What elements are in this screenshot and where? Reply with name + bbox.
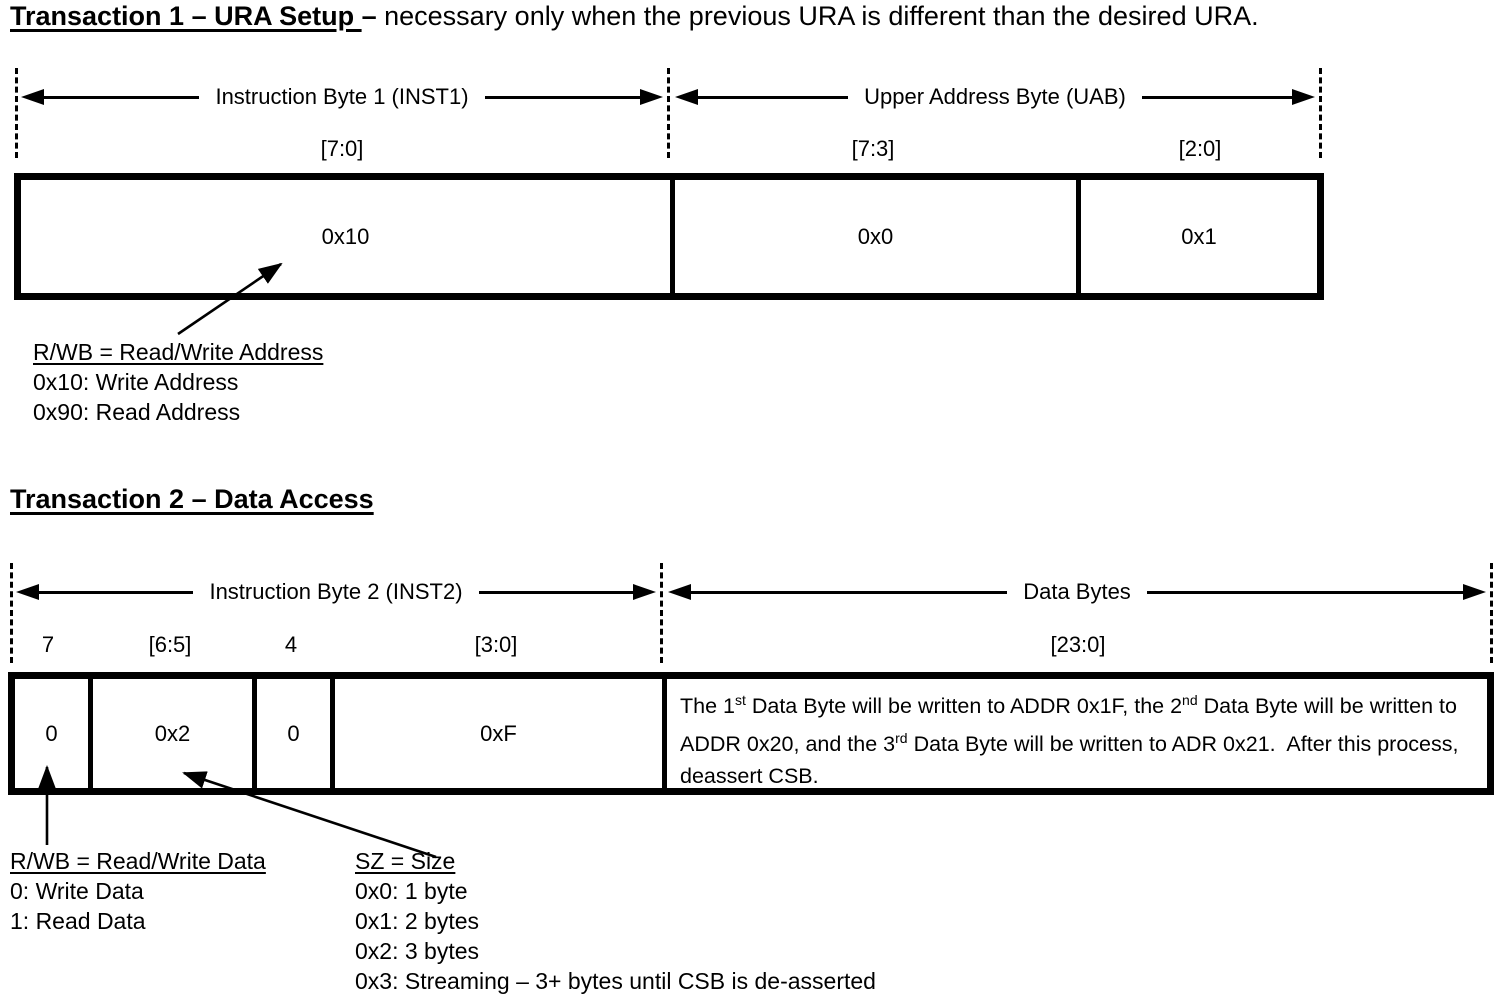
- transaction1-title-rest: necessary only when the previous URA is …: [384, 1, 1259, 31]
- dimension-line: [478, 590, 633, 594]
- d2-callout-sz-line1: 0x0: 1 byte: [355, 878, 468, 904]
- d1-span-uab: Upper Address Byte (UAB): [675, 84, 1316, 109]
- dimension-line: [484, 95, 640, 99]
- d2-bitlabel-3-0: [3:0]: [474, 632, 518, 657]
- d2-cell-bit4: 0: [252, 679, 330, 788]
- d2-cell-sz: 0x2: [88, 679, 252, 788]
- d1-callout-rwb-line2: 0x90: Read Address: [33, 399, 241, 425]
- d2-dashed-guide-middle: [660, 563, 663, 663]
- d1-bitlabel-7-3: [7:3]: [851, 136, 895, 161]
- d1-callout-rwb: R/WB = Read/Write Address 0x10: Write Ad…: [33, 337, 323, 427]
- d1-span-uab-label: Upper Address Byte (UAB): [864, 84, 1126, 109]
- transaction1-title-bold: Transaction 1 – URA Setup: [10, 1, 362, 31]
- d2-bitlabel-23-0: [23:0]: [1050, 632, 1106, 657]
- d2-bitlabel-6-5: [6:5]: [148, 632, 192, 657]
- d2-callout-rwb-title: R/WB = Read/Write Data: [10, 848, 266, 874]
- d1-callout-rwb-line1: 0x10: Write Address: [33, 369, 239, 395]
- d1-bitlabel-7-0: [7:0]: [320, 136, 364, 161]
- dimension-line: [691, 590, 1008, 594]
- d2-callout-sz-title: SZ = Size: [355, 848, 456, 874]
- d2-bitlabel-7: 7: [41, 632, 55, 657]
- transaction2-title: Transaction 2 – Data Access: [10, 484, 374, 514]
- dimension-line: [39, 590, 194, 594]
- d1-cell-inst1: 0x10: [321, 223, 370, 249]
- d2-span-databytes: Data Bytes: [668, 579, 1487, 604]
- d2-callout-sz: SZ = Size 0x0: 1 byte 0x1: 2 bytes 0x2: …: [355, 846, 876, 996]
- d2-dashed-guide-right: [1490, 563, 1493, 663]
- d2-callout-rwb-line1: 0: Write Data: [10, 878, 144, 904]
- d1-callout-rwb-title: R/WB = Read/Write Address: [33, 339, 324, 365]
- d1-bitlabel-2-0: [2:0]: [1178, 136, 1222, 161]
- d2-cell-databytes-text: The 1st Data Byte will be written to ADD…: [662, 679, 1487, 788]
- d1-span-inst1: Instruction Byte 1 (INST1): [21, 84, 663, 109]
- left-arrowhead-icon: [668, 584, 691, 600]
- d1-dashed-guide-middle: [667, 68, 670, 158]
- d1-cell-uab-upper: 0x0: [670, 180, 1076, 293]
- d2-byte-box: 0 0x2 0 0xF The 1st Data Byte will be wr…: [8, 672, 1494, 795]
- dimension-line: [44, 95, 200, 99]
- right-arrowhead-icon: [633, 584, 656, 600]
- d1-dashed-guide-left: [15, 68, 18, 158]
- d2-span-inst2-label: Instruction Byte 2 (INST2): [209, 579, 463, 604]
- transaction1-title-dash: –: [361, 1, 385, 31]
- d2-bitlabel-4: 4: [284, 632, 298, 657]
- right-arrowhead-icon: [1463, 584, 1487, 600]
- d2-callout-rwb: R/WB = Read/Write Data 0: Write Data 1: …: [10, 846, 266, 936]
- right-arrowhead-icon: [640, 89, 663, 105]
- d1-cell-uab-lower: 0x1: [1076, 180, 1317, 293]
- d2-callout-sz-line3: 0x2: 3 bytes: [355, 938, 480, 964]
- dimension-line: [1141, 95, 1293, 99]
- d1-byte-box: 0x10 0x0 0x1: [14, 173, 1324, 300]
- d2-callout-rwb-line2: 1: Read Data: [10, 908, 146, 934]
- transaction1-title: Transaction 1 – URA Setup – necessary on…: [10, 1, 1259, 32]
- left-arrowhead-icon: [21, 89, 44, 105]
- d2-cell-addr: 0xF: [330, 679, 662, 788]
- left-arrowhead-icon: [16, 584, 39, 600]
- left-arrowhead-icon: [675, 89, 698, 105]
- dimension-line: [1146, 590, 1464, 594]
- d2-cell-rwb: 0: [45, 720, 58, 746]
- d1-span-inst1-label: Instruction Byte 1 (INST1): [215, 84, 469, 109]
- d2-dashed-guide-left: [10, 563, 13, 663]
- d2-span-inst2: Instruction Byte 2 (INST2): [16, 579, 656, 604]
- d2-callout-sz-line4: 0x3: Streaming – 3+ bytes until CSB is d…: [355, 968, 876, 994]
- dimension-line: [698, 95, 849, 99]
- d2-span-databytes-label: Data Bytes: [1023, 579, 1131, 604]
- d1-dashed-guide-right: [1319, 68, 1322, 158]
- right-arrowhead-icon: [1292, 89, 1316, 105]
- d2-callout-sz-line2: 0x1: 2 bytes: [355, 908, 480, 934]
